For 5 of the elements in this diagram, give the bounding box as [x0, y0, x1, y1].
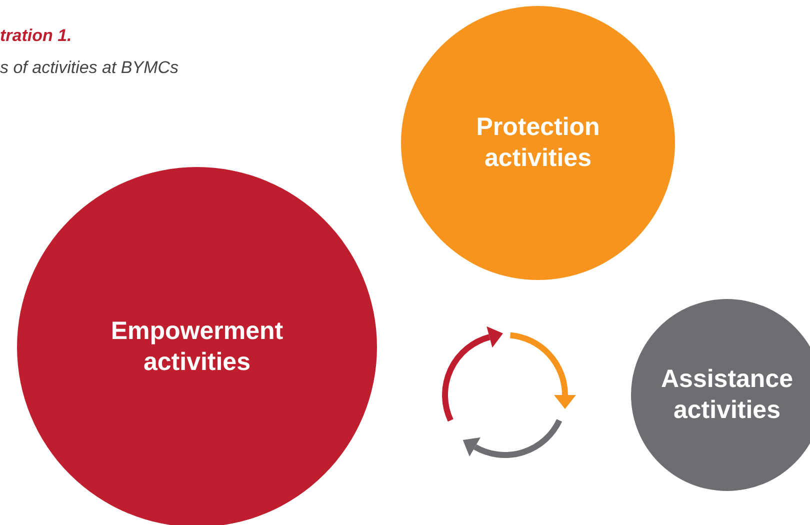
circle-label: Empowerment activities: [110, 316, 284, 378]
figure-title: tration 1.: [0, 26, 72, 46]
circle-label: Assistance activities: [660, 364, 794, 426]
circle-label: Protection activities: [475, 112, 601, 174]
figure-subtitle: s of activities at BYMCs: [0, 58, 179, 78]
